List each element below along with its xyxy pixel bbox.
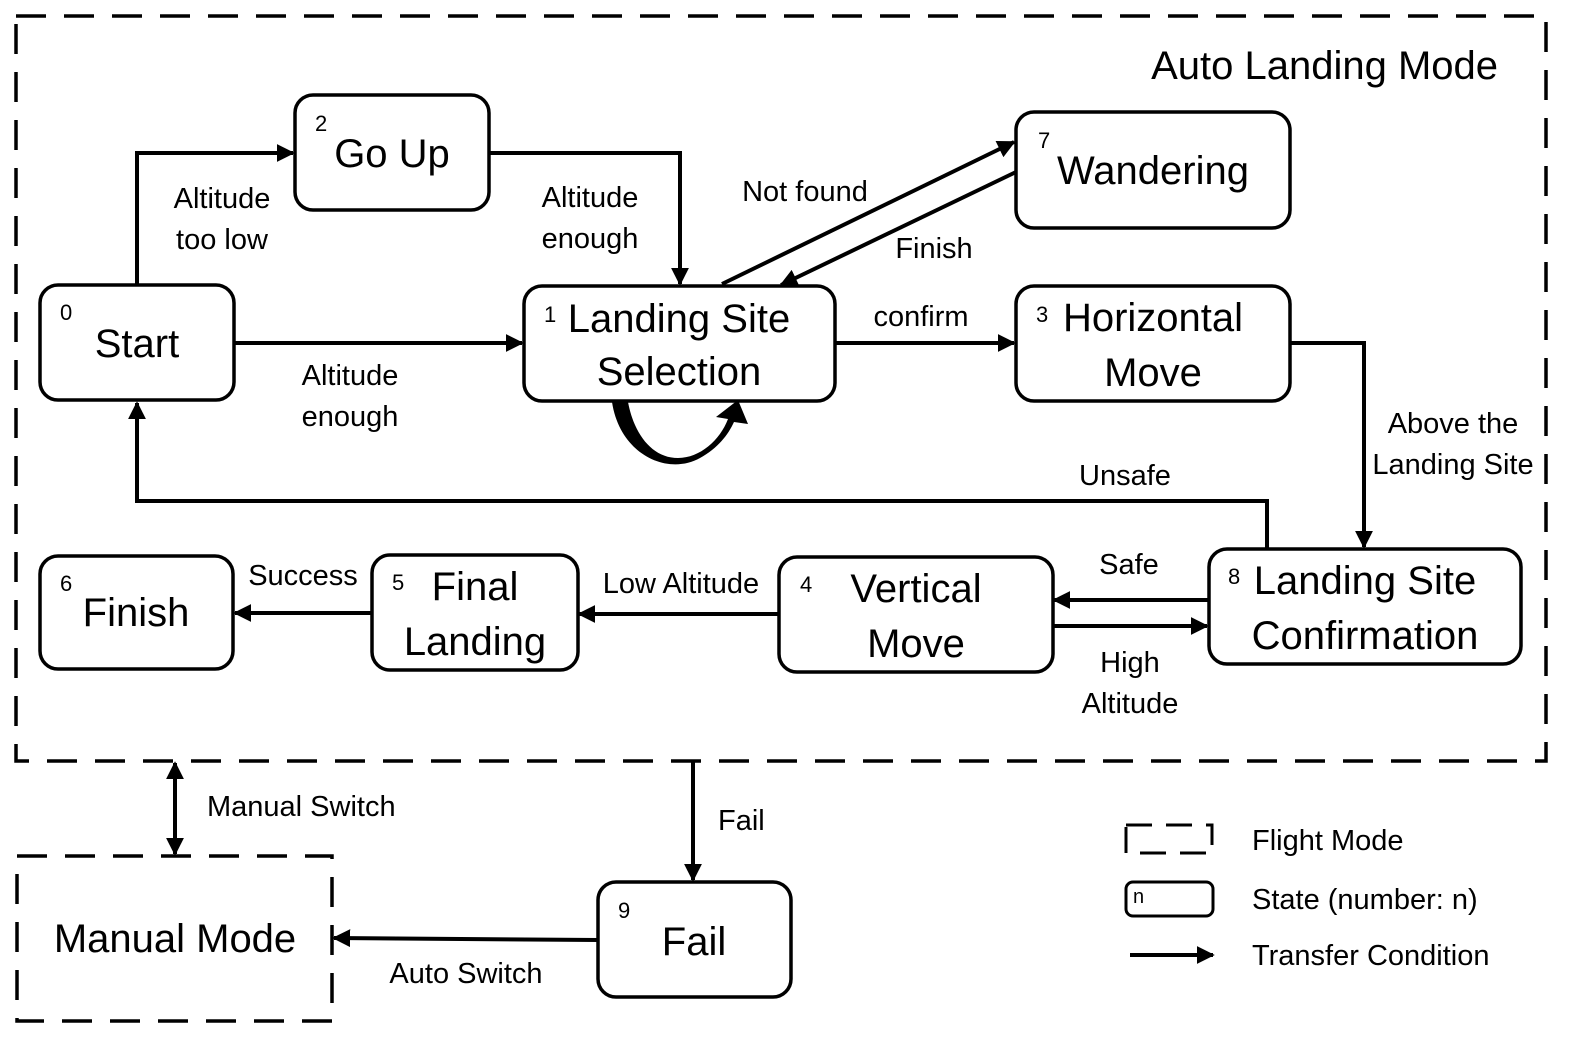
state-label: Wandering (1057, 149, 1249, 193)
edge-wandering-to-selection (779, 170, 1017, 287)
state-label-line2: Move (867, 622, 965, 666)
state-finish: 6 Finish (38, 554, 235, 671)
legend-transfer-label: Transfer Condition (1252, 940, 1489, 972)
state-go-up: 2 Go Up (293, 93, 491, 212)
state-number: 3 (1036, 302, 1048, 327)
state-wandering: 7 Wandering (1014, 110, 1292, 230)
legend: Flight Mode n State (number: n) Transfer… (1124, 823, 1489, 972)
manual-mode-title: Manual Mode (54, 917, 296, 961)
state-vertical-move: 4 Vertical Move (777, 555, 1055, 674)
edge-selection-to-wandering (721, 140, 1016, 286)
legend-flight-mode-swatch (1124, 823, 1214, 855)
state-label: Go Up (334, 132, 450, 176)
label-low-altitude: Low Altitude (603, 568, 759, 600)
label-auto-switch: Auto Switch (389, 958, 542, 990)
state-label-line2: Selection (597, 350, 762, 394)
label-success: Success (248, 560, 358, 592)
state-label: Start (95, 322, 179, 366)
label-manual-switch: Manual Switch (207, 791, 396, 823)
label-altitude-too-low-1: Altitude (174, 183, 271, 215)
state-number: 5 (392, 570, 404, 595)
edge-start-to-goup (135, 144, 295, 285)
label-start-altitude-enough-1: Altitude (302, 360, 399, 392)
edge-goup-to-selection (489, 151, 689, 286)
state-label-line1: Vertical (850, 567, 981, 611)
label-finish-wandering: Finish (895, 233, 972, 265)
state-label-line2: Confirmation (1252, 614, 1479, 658)
label-above-site-2: Landing Site (1372, 449, 1533, 481)
legend-state-swatch (1124, 880, 1215, 918)
edge-horizontal-to-confirmation (1290, 341, 1373, 549)
state-number: 8 (1228, 564, 1240, 589)
state-label: Fail (662, 920, 726, 964)
auto-landing-mode-container (14, 14, 1548, 763)
state-number: 2 (315, 111, 327, 136)
label-confirm: confirm (873, 301, 968, 333)
state-label-line1: Landing Site (1254, 559, 1476, 603)
state-fail: 9 Fail (596, 880, 793, 999)
state-number: 9 (618, 898, 630, 923)
legend-flight-mode-label: Flight Mode (1252, 825, 1404, 857)
legend-state-label: State (number: n) (1252, 884, 1478, 916)
legend-state-swatch-num: n (1133, 886, 1144, 908)
label-high-altitude-1: High (1100, 647, 1160, 679)
state-number: 4 (800, 572, 812, 597)
manual-mode-container (15, 854, 334, 1023)
state-label-line1: Horizontal (1063, 296, 1243, 340)
label-altitude-too-low-2: too low (176, 224, 269, 256)
auto-landing-mode-title: Auto Landing Mode (1151, 44, 1498, 88)
edge-fail-to-manual (332, 929, 599, 948)
state-horizontal-move: 3 Horizontal Move (1014, 284, 1292, 403)
state-landing-site-confirmation: 8 Landing Site Confirmation (1207, 547, 1523, 666)
state-number: 6 (60, 571, 72, 596)
edge-confirmation-to-start-unsafe (128, 401, 1269, 549)
state-start: 0 Start (38, 283, 236, 402)
state-number: 1 (544, 302, 556, 327)
state-label-line2: Move (1104, 351, 1202, 395)
state-label: Finish (83, 591, 190, 635)
state-number: 7 (1038, 128, 1050, 153)
label-not-found: Not found (742, 176, 868, 208)
state-number: 0 (60, 300, 72, 325)
label-fail: Fail (718, 805, 765, 837)
label-unsafe: Unsafe (1079, 460, 1171, 492)
label-high-altitude-2: Altitude (1082, 688, 1179, 720)
state-label-line1: Final (432, 565, 519, 609)
label-goup-altitude-enough-1: Altitude (542, 182, 639, 214)
state-landing-site-selection: 1 Landing Site Selection (522, 284, 837, 403)
label-safe: Safe (1099, 549, 1159, 581)
label-above-site-1: Above the (1388, 408, 1519, 440)
label-goup-altitude-enough-2: enough (542, 223, 639, 255)
self-loop-arrow (612, 400, 748, 465)
state-label-line2: Landing (404, 620, 546, 664)
state-final-landing: 5 Final Landing (370, 553, 580, 672)
label-start-altitude-enough-2: enough (302, 401, 399, 433)
state-label-line1: Landing Site (568, 297, 790, 341)
